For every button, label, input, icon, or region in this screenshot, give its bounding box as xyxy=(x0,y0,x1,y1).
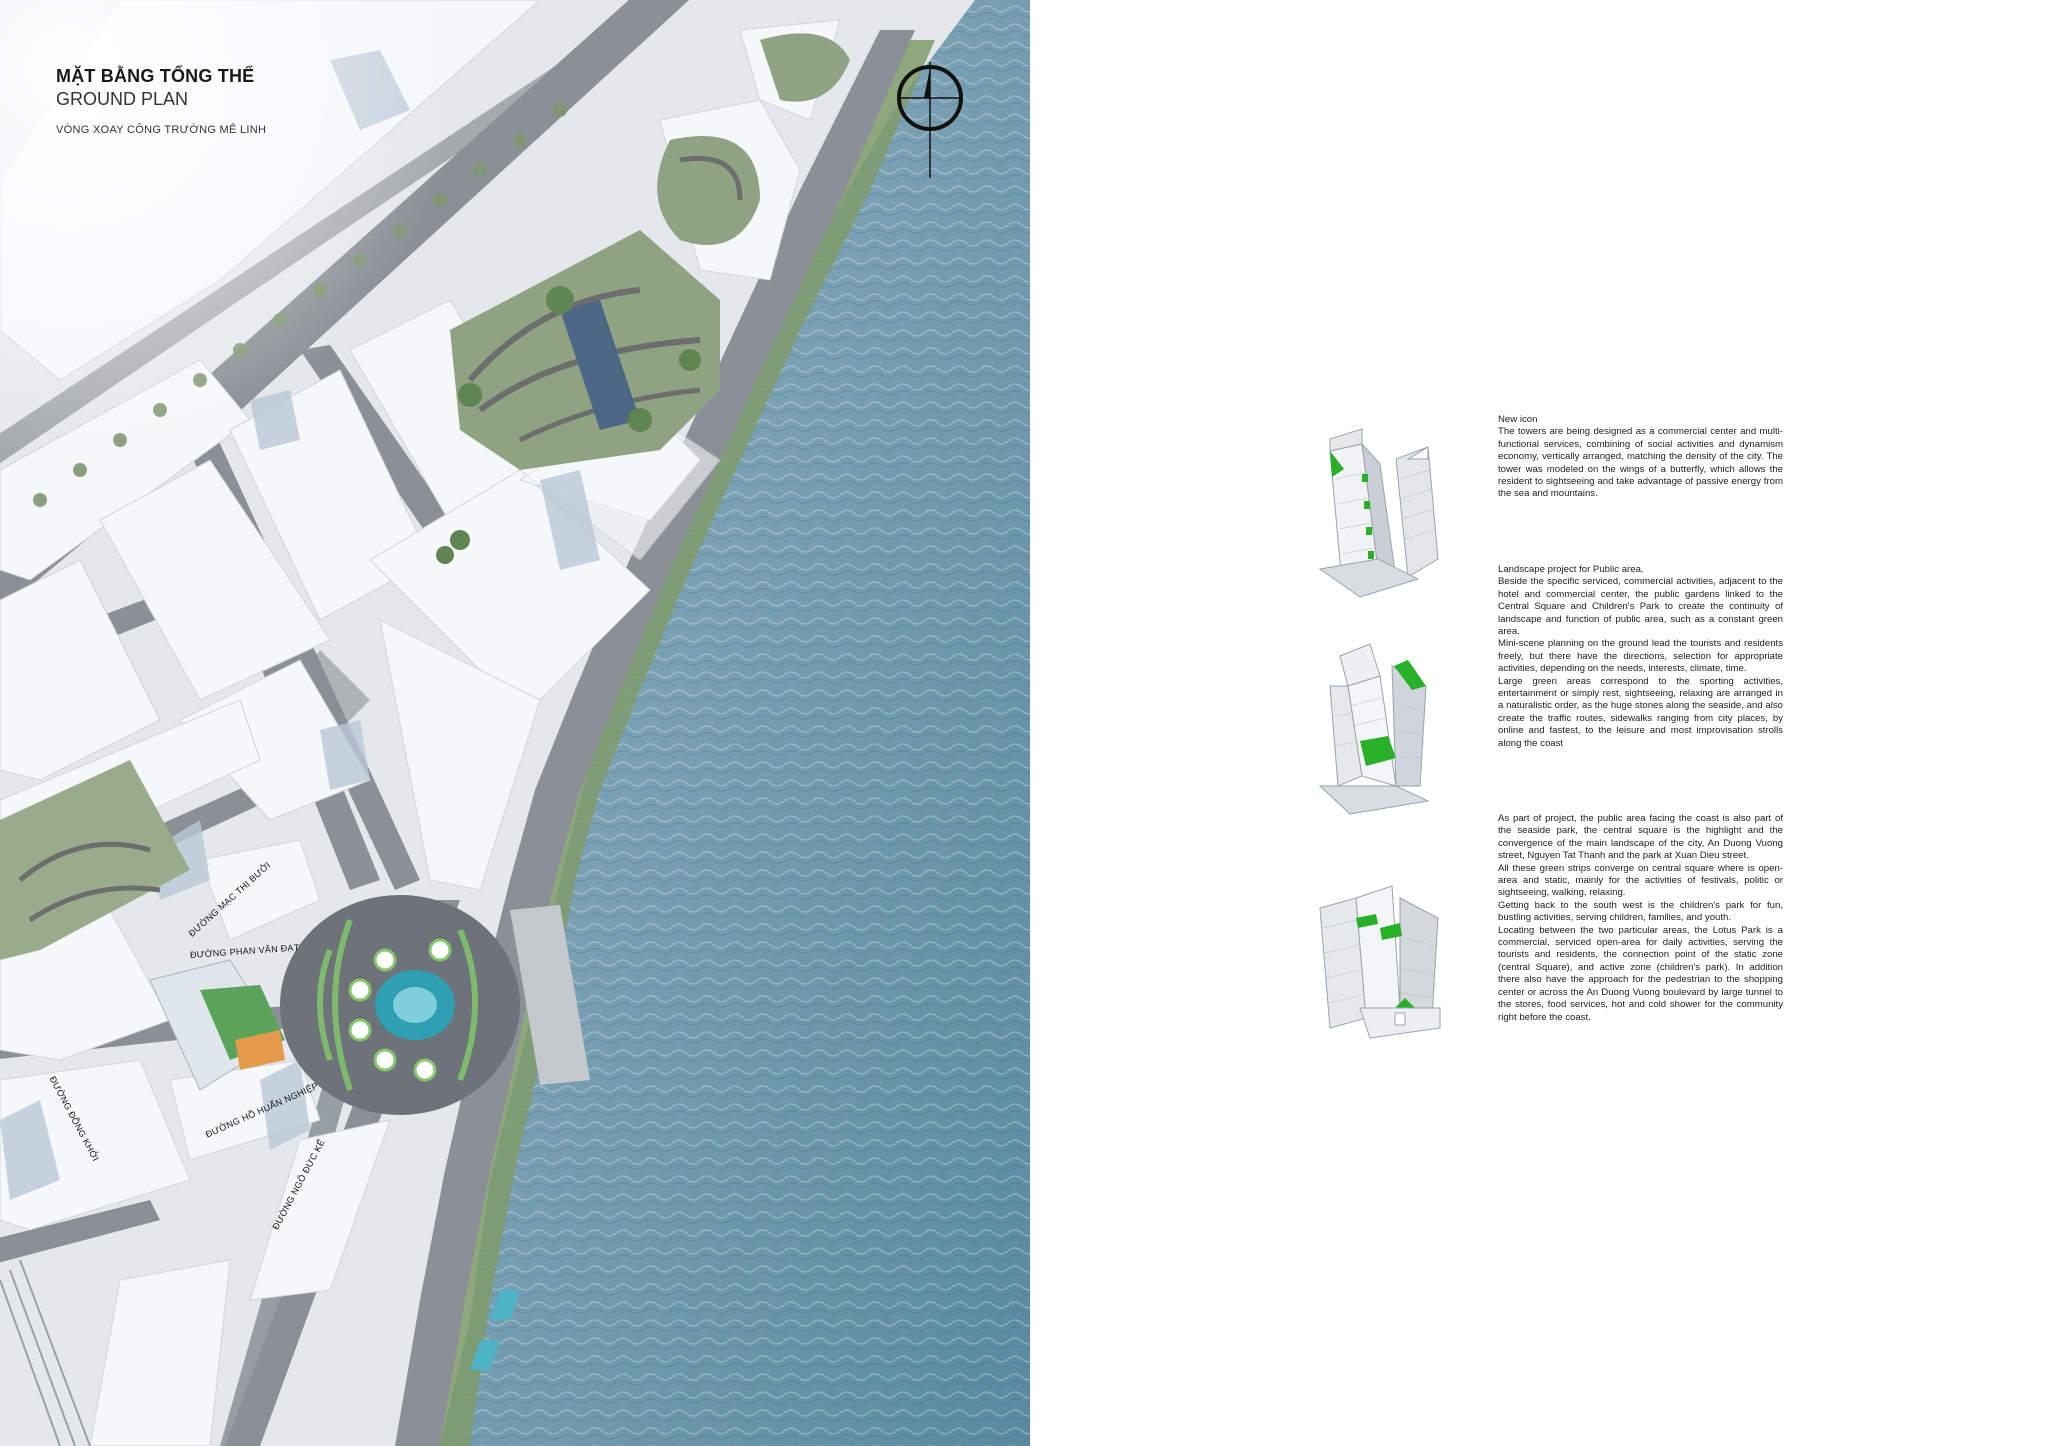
plan-title-english: GROUND PLAN xyxy=(56,89,189,109)
description-body-1: The towers are being designed as a comme… xyxy=(1498,426,1783,500)
tower-model-image-2 xyxy=(1300,636,1475,821)
description-paragraph-3-2: All these green strips converge on centr… xyxy=(1498,862,1783,899)
tower-model-image-1 xyxy=(1300,419,1475,604)
ground-plan-image: MẶT BẰNG TỔNG THỂ GROUND PLAN VÒNG XOAY … xyxy=(0,0,1030,1446)
tower-model-image-3 xyxy=(1300,868,1475,1053)
description-heading-2: Landscape project for Public area. xyxy=(1498,564,1644,575)
plan-title-vietnamese: MẶT BẰNG TỔNG THỂ xyxy=(56,66,255,86)
description-text-3: As part of project, the public area faci… xyxy=(1498,813,1783,1024)
description-text-2: Landscape project for Public area. Besid… xyxy=(1498,564,1783,750)
description-text-1: New icon The towers are being designed a… xyxy=(1498,414,1783,501)
description-paragraph-2-2: Mini-scene planning on the ground lead t… xyxy=(1498,638,1783,675)
description-heading-1: New icon xyxy=(1498,414,1538,425)
description-paragraph-3-4: Locating between the two particular area… xyxy=(1498,924,1783,1023)
plan-subtitle: VÒNG XOAY CÔNG TRƯỜNG MÊ LINH xyxy=(56,124,267,136)
plan-title-block: MẶT BẰNG TỔNG THỂ GROUND PLAN VÒNG XOAY … xyxy=(56,66,266,136)
description-paragraph-2-3: Large green areas correspond to the spor… xyxy=(1498,675,1783,749)
description-paragraph-3-1: As part of project, the public area faci… xyxy=(1498,813,1783,862)
north-arrow-icon xyxy=(895,60,965,180)
description-paragraph-3-3: Getting back to the south west is the ch… xyxy=(1498,899,1783,924)
description-paragraph-2-1: Beside the specific serviced, commercial… xyxy=(1498,576,1783,638)
